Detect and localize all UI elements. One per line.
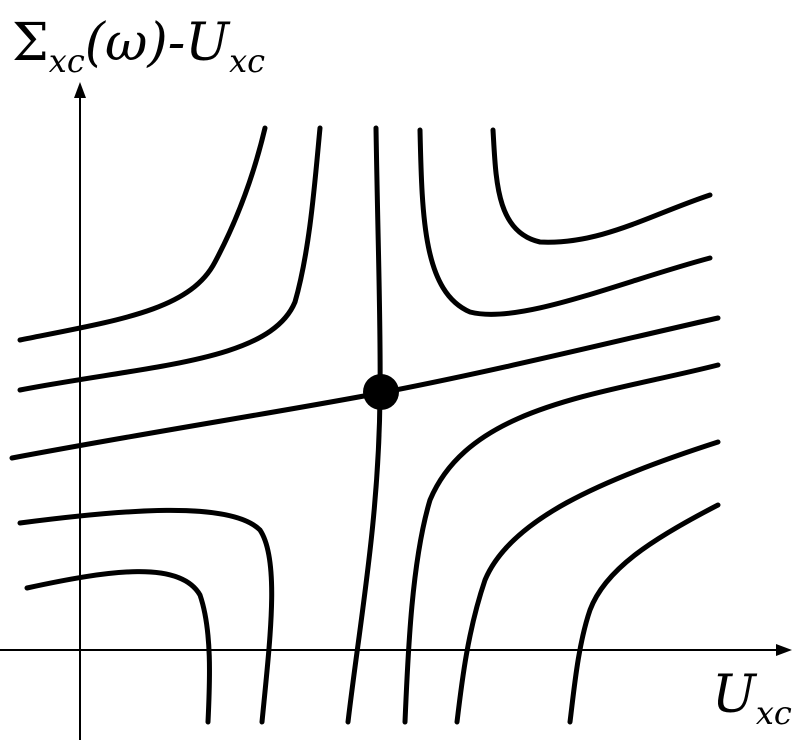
curve-lower-right-3 bbox=[567, 502, 721, 725]
curve-lower-left-2 bbox=[24, 569, 212, 725]
x-axis-label: Uxc bbox=[712, 665, 792, 732]
curve-upper-left-1 bbox=[17, 125, 268, 343]
curve-upper-right-1 bbox=[417, 127, 713, 317]
y-axis-label: Σxc(ω)-Uxc bbox=[12, 13, 265, 80]
curve-central-vertical bbox=[345, 125, 383, 725]
curves bbox=[9, 125, 721, 725]
curve-lower-right-2 bbox=[454, 439, 721, 725]
curve-lower-right-1 bbox=[402, 362, 721, 725]
curve-upper-right-2 bbox=[490, 127, 713, 245]
curve-upper-left-2 bbox=[17, 125, 323, 393]
fixed-point-marker bbox=[363, 374, 399, 410]
x-axis-arrow-icon bbox=[776, 644, 792, 656]
y-axis-arrow-icon bbox=[74, 82, 86, 98]
curve-lower-left-1 bbox=[17, 507, 275, 725]
